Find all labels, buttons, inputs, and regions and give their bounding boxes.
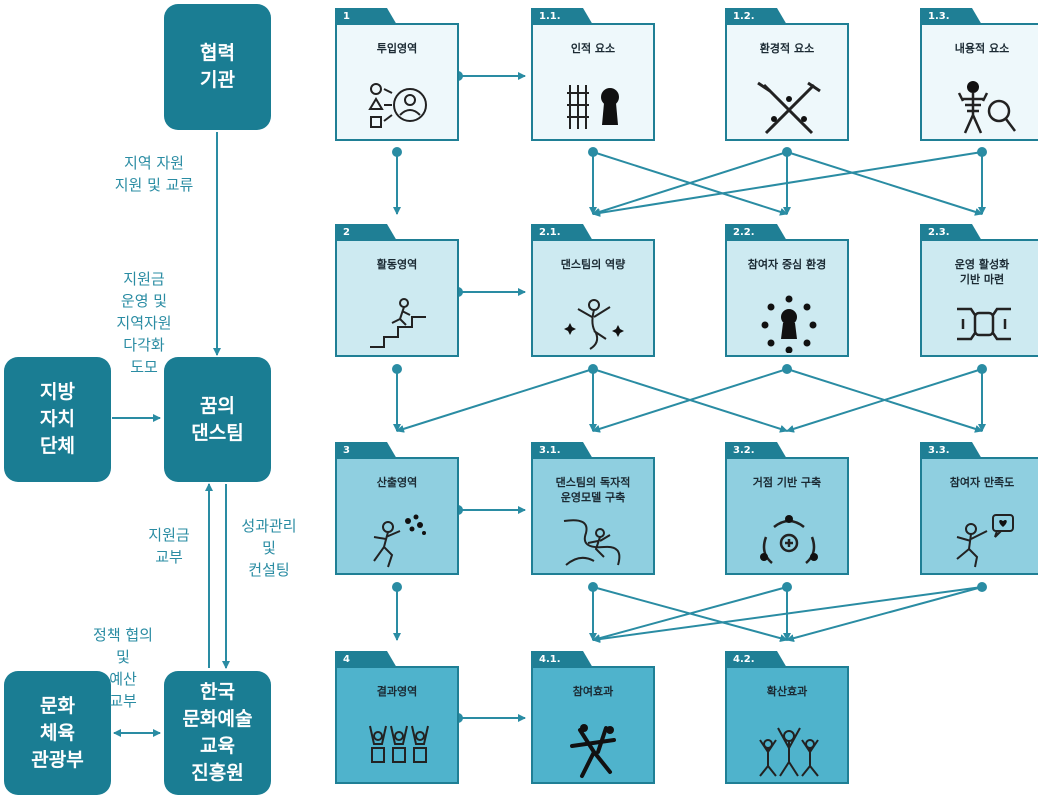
card-number: 2.1.: [531, 224, 593, 241]
community-hub-icon: [760, 515, 818, 564]
card-input-area: 1 투입영역: [335, 8, 459, 141]
runner-dots-icon: [373, 514, 426, 568]
dancer-sparkles-icon: [564, 299, 624, 350]
card-number: 1: [335, 8, 397, 25]
card-title: 산출영역: [376, 476, 418, 489]
people-lock-icon: [567, 85, 619, 129]
card-number: 1.2.: [725, 8, 787, 25]
card-operation-foundation: 2.3. 운영 활성화 기반 마련: [920, 224, 1038, 357]
hands-cycle-icon: [957, 307, 1011, 341]
card-title: 확산효과: [766, 685, 808, 698]
card-number: 3.1.: [531, 442, 593, 459]
card-number: 3.2.: [725, 442, 787, 459]
card-number: 1.1.: [531, 8, 593, 25]
card-participant-satisfaction: 3.3. 참여자 만족도: [920, 442, 1038, 575]
ministry-box: 문화 체육 관광부: [4, 671, 111, 795]
card-independent-model: 3.1. 댄스팀의 독자적 운영모델 구축: [531, 442, 655, 575]
crossed-tools-icon: [757, 81, 821, 135]
dancing-pair-icon: [570, 724, 616, 778]
skeleton-magnifier-icon: [957, 81, 1016, 134]
label-local-team: 지원금 운영 및 지역자원 다각화 도모: [116, 270, 172, 376]
card-human-element: 1.1. 인적 요소: [531, 8, 655, 141]
card-title: 인적 요소: [570, 42, 616, 55]
card-title: 내용적 요소: [954, 42, 1010, 55]
card-title: 참여효과: [572, 685, 614, 698]
label-partner-team: 지역 자원 지원 및 교류: [114, 154, 194, 194]
arte-box: 한국 문화예술 교육 진흥원: [164, 671, 271, 795]
card-activity-area: 2 활동영역: [335, 224, 459, 357]
card-environment-element: 1.2. 환경적 요소: [725, 8, 849, 141]
dance-team-box: 꿈의 댄스팀: [164, 357, 271, 482]
card-number: 4.2.: [725, 651, 787, 668]
card-number: 4.1.: [531, 651, 593, 668]
card-title: 환경적 요소: [759, 42, 815, 55]
card-number: 1.3.: [920, 8, 982, 25]
card-title: 댄스팀의 독자적 운영모델 구축: [555, 476, 631, 504]
card-participation-effect: 4.1. 참여효과: [531, 651, 655, 784]
card-content-element: 1.3. 내용적 요소: [920, 8, 1038, 141]
card-number: 2: [335, 224, 397, 241]
card-output-area: 3 산출영역: [335, 442, 459, 575]
card-participant-environment: 2.2. 참여자 중심 환경: [725, 224, 849, 357]
card-title: 결과영역: [376, 685, 418, 698]
local-gov-box: 지방 자치 단체: [4, 357, 111, 482]
card-number: 3: [335, 442, 397, 459]
people-circle-icon: [761, 295, 817, 353]
card-number: 2.2.: [725, 224, 787, 241]
card-title: 투입영역: [376, 42, 418, 55]
card-hub-foundation: 3.2. 거점 기반 구축: [725, 442, 849, 575]
card-team-capacity: 2.1. 댄스팀의 역량: [531, 224, 655, 357]
input-shapes-person-icon: [368, 83, 427, 128]
card-title: 활동영역: [376, 258, 418, 271]
card-diffusion-effect: 4.2. 확산효과: [725, 651, 849, 784]
card-title: 거점 기반 구축: [752, 476, 822, 489]
partner-org-box: 협력 기관: [164, 4, 271, 130]
label-team-arte: 성과관리 및 컨설팅: [241, 517, 297, 579]
card-title: 댄스팀의 역량: [560, 258, 626, 271]
label-ministry-arte: 정책 협의 및 예산 교부: [93, 626, 153, 710]
path-dancer-icon: [563, 519, 621, 566]
card-title: 운영 활성화 기반 마련: [954, 258, 1010, 286]
card-title: 참여자 중심 환경: [747, 258, 827, 271]
card-number: 3.3.: [920, 442, 982, 459]
celebrating-crowd-icon: [759, 727, 819, 777]
card-number: 2.3.: [920, 224, 982, 241]
heart-bubble-dancer-icon: [956, 514, 1014, 568]
label-arte-team: 지원금 교부: [148, 526, 190, 566]
cheering-group-icon: [369, 725, 429, 763]
card-number: 4: [335, 651, 397, 668]
card-outcome-area: 4 결과영역: [335, 651, 459, 784]
stairs-climber-icon: [370, 298, 426, 348]
card-title: 참여자 만족도: [949, 476, 1015, 489]
